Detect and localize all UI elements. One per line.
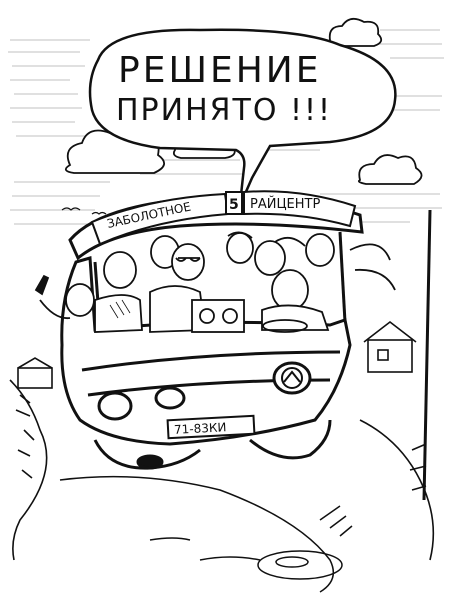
passengers [34,231,396,333]
speech-line-2: ПРИНЯТО !!! [116,93,332,128]
speech-bubble: РЕШЕНИЕ ПРИНЯТО !!! [88,28,397,206]
bus-logo [281,367,303,389]
bus-hatching [109,299,131,319]
right-scenery [359,209,435,561]
license-plate-text: 71-83КИ [174,420,227,437]
license-plate: 71-83КИ [166,414,256,440]
sign-destination: РАЙЦЕНТР [250,196,320,212]
birds [61,207,107,215]
sign-route-number: 5 [229,197,239,213]
sky-hatching [8,29,444,225]
speech-line-1: РЕШЕНИЕ [118,50,321,91]
ground [59,475,353,593]
left-bank [9,357,53,561]
